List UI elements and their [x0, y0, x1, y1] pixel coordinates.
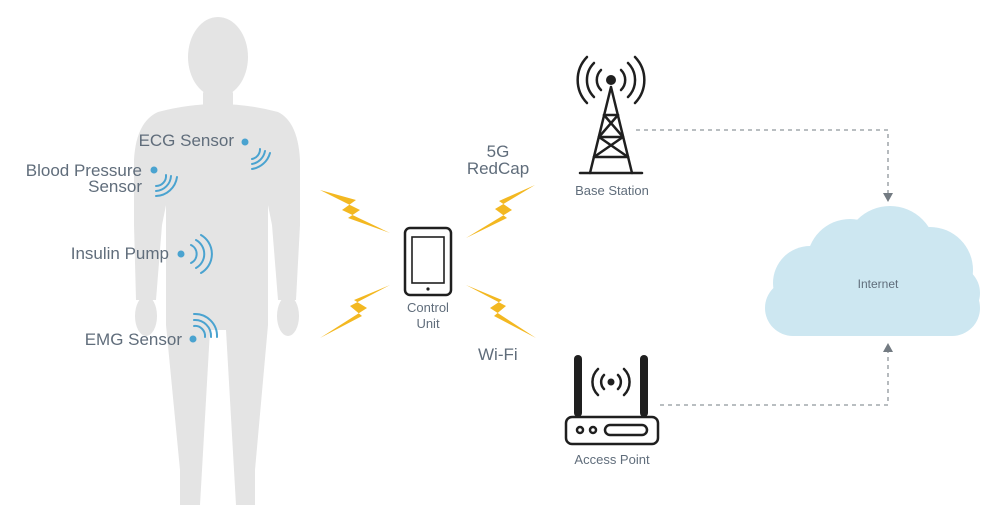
cell-tower-icon — [576, 55, 646, 175]
tablet-icon — [403, 226, 453, 297]
wifi-router-icon — [564, 355, 660, 446]
dashed-connectors — [636, 129, 889, 406]
lightning-bolt-icon — [320, 185, 536, 338]
blood-pressure-sensor-icon — [150, 166, 178, 197]
arrow-heads — [883, 193, 893, 352]
cellular-link-label-line2: RedCap — [466, 159, 530, 178]
cloud-icon — [765, 206, 980, 336]
internet-label: Internet — [857, 277, 899, 291]
wifi-link-label: Wi-Fi — [478, 345, 518, 364]
blood-pressure-label-line1: Blood Pressure — [25, 161, 142, 180]
control-unit-label-line2: Unit — [416, 316, 440, 331]
insulin-pump-label: Insulin Pump — [70, 244, 169, 263]
emg-sensor-label: EMG Sensor — [84, 330, 182, 349]
emg-sensor-icon — [189, 312, 219, 343]
ecg-sensor-icon — [241, 138, 271, 170]
base-station-label: Base Station — [575, 183, 649, 198]
access-point-label: Access Point — [574, 452, 650, 467]
human-silhouette — [134, 17, 300, 505]
cellular-link-label-line1: 5G — [486, 142, 510, 161]
ecg-sensor-label: ECG Sensor — [138, 131, 234, 150]
control-unit-label-line1: Control — [407, 300, 449, 315]
blood-pressure-label-line2: Sensor — [88, 177, 142, 196]
insulin-pump-icon — [177, 234, 213, 274]
